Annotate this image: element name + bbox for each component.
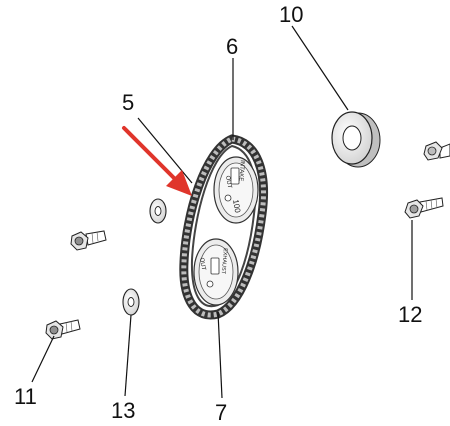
- upper-sprocket-number: 100: [231, 199, 242, 214]
- lower-sprocket-out-mark: OUT: [198, 257, 206, 271]
- callout-5: 5: [122, 90, 134, 115]
- upper-sprocket-side-mark: INTAKE: [237, 160, 245, 182]
- bolt-middle-left: [70, 230, 107, 251]
- bolt-12: [404, 197, 444, 219]
- callout-13: 13: [111, 398, 135, 423]
- lower-sprocket-side-mark: EXHAUST: [220, 248, 228, 275]
- leader-13: [124, 314, 132, 397]
- leader-11: [31, 335, 55, 383]
- callout-numbers: 6 5 10 12 11 13 7: [14, 2, 422, 425]
- bolt-upper-right: [423, 141, 450, 161]
- washer-13: [122, 288, 140, 316]
- red-pointer-arrow: [122, 126, 192, 196]
- spacer-washer-10: [331, 111, 381, 168]
- leader-7: [217, 311, 223, 399]
- leader-10: [291, 25, 349, 111]
- callout-11: 11: [14, 384, 37, 409]
- callout-10: 10: [279, 2, 303, 27]
- washer-upper-left: [149, 198, 167, 224]
- bolt-11: [45, 319, 81, 340]
- callout-12: 12: [398, 302, 422, 327]
- leader-5: [137, 117, 193, 184]
- lower-cam-sprocket: OUT EXHAUST: [193, 238, 239, 306]
- upper-cam-sprocket: INTAKE 100 OUT: [213, 156, 259, 224]
- callout-6: 6: [226, 34, 238, 59]
- upper-sprocket-out-mark: OUT: [224, 175, 232, 189]
- timing-chain-assembly: INTAKE 100 OUT OUT EXHAUST: [179, 134, 268, 320]
- leader-lines: [31, 25, 413, 399]
- callout-7: 7: [215, 400, 227, 425]
